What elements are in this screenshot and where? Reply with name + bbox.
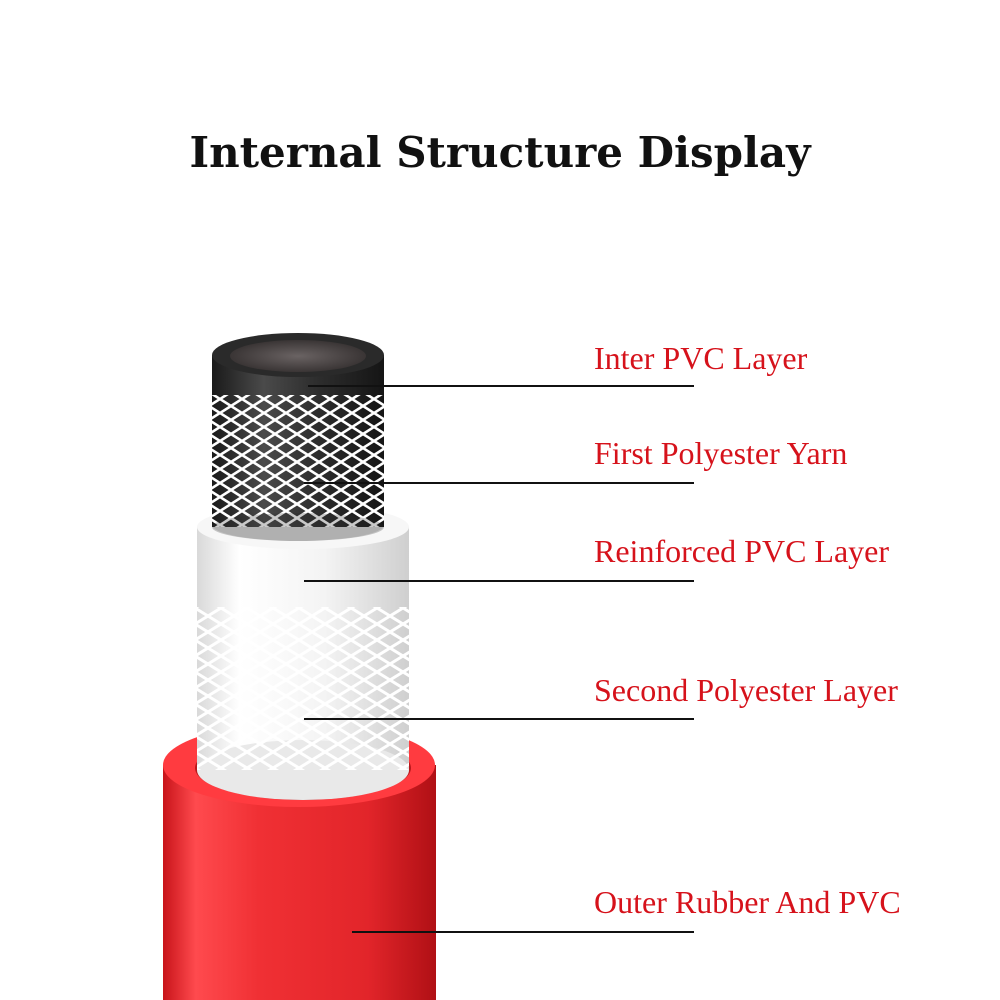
leader-line-outer — [352, 931, 694, 933]
label-reinforced-pvc-layer: Reinforced PVC Layer — [594, 533, 890, 569]
second-polyester-shape — [197, 590, 409, 800]
leader-line-first-yarn — [304, 482, 694, 484]
label-second-polyester-layer: Second Polyester Layer — [594, 672, 898, 708]
leader-line-second-polyester — [304, 718, 694, 720]
leader-line-inner-pvc — [308, 385, 694, 387]
label-outer-rubber-and-pvc: Outer Rubber And PVC — [594, 884, 901, 920]
first-polyester-shape — [212, 385, 384, 541]
label-first-polyester-yarn: First Polyester Yarn — [594, 435, 848, 471]
inner-pvc-shape — [212, 333, 384, 395]
page-title: Internal Structure Display — [189, 128, 811, 177]
label-inner-pvc-layer: Inter PVC Layer — [594, 340, 808, 376]
leader-line-reinforced-pvc — [304, 580, 694, 582]
